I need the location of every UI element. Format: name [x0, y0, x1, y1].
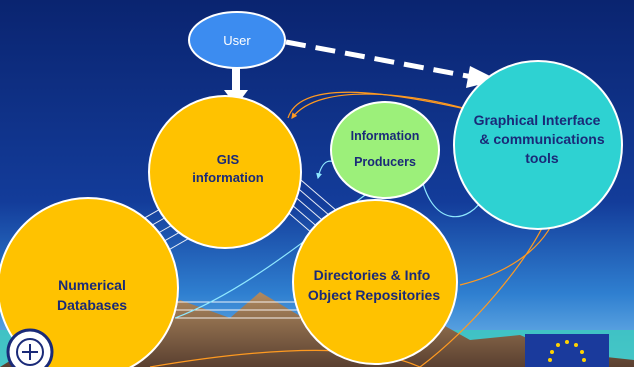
- node-numerical-line2: Databases: [57, 297, 127, 313]
- node-gis-label-line2: information: [192, 170, 264, 185]
- node-graphical-interface-line1: Graphical Interface: [474, 112, 601, 128]
- node-info-producers-line1: Information: [351, 129, 420, 143]
- institution-logo-icon: [6, 328, 54, 367]
- node-graphical-interface-line2: & communications: [479, 131, 604, 147]
- node-directories-line1: Directories & Info: [314, 267, 431, 283]
- link-numerical-directories: [175, 301, 300, 319]
- eu-flag-icon: [525, 334, 609, 367]
- node-gis-information[interactable]: GIS information: [148, 95, 302, 249]
- node-information-producers[interactable]: Information Producers: [330, 101, 440, 199]
- node-info-producers-line2: Producers: [354, 155, 416, 169]
- node-numerical-databases[interactable]: Numerical Databases: [0, 197, 179, 367]
- node-graphical-interface[interactable]: Graphical Interface & communications too…: [453, 60, 623, 230]
- node-numerical-line1: Numerical: [58, 277, 126, 293]
- node-gis-label-line1: GIS: [217, 152, 240, 167]
- node-directories-repositories[interactable]: Directories & Info Object Repositories: [292, 199, 458, 365]
- node-user-label: User: [223, 33, 251, 48]
- node-directories-line2: Object Repositories: [308, 287, 440, 303]
- node-user[interactable]: User: [188, 11, 286, 69]
- node-graphical-interface-line3: tools: [525, 150, 559, 166]
- arrow-user-to-interface: [285, 39, 498, 88]
